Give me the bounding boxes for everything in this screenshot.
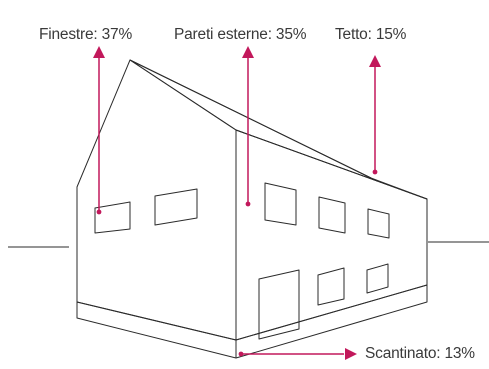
pareti-arrowhead xyxy=(242,46,254,58)
pareti-dot xyxy=(245,201,251,207)
roof-eave xyxy=(235,129,428,200)
scantinato-dot xyxy=(238,351,244,357)
scantinato-arrowhead xyxy=(345,348,357,360)
tetto-dot xyxy=(372,169,378,175)
finestre-dot xyxy=(96,209,102,215)
house-roof xyxy=(129,59,428,200)
roof-ridge xyxy=(129,59,372,179)
tetto-arrowhead xyxy=(369,55,381,67)
front-window-2 xyxy=(318,196,346,234)
house-front-wall xyxy=(235,129,428,341)
pareti-esterne-label: Pareti esterne: 35% xyxy=(174,26,307,43)
house-side-wall xyxy=(76,59,237,341)
front-window-1 xyxy=(264,182,297,226)
side-window-1 xyxy=(94,201,131,234)
side-window-2 xyxy=(154,188,198,226)
finestre-label: Finestre: 37% xyxy=(39,26,133,43)
tetto-label: Tetto: 15% xyxy=(335,26,407,43)
scantinato-label: Scantinato: 13% xyxy=(365,345,475,362)
front-window-3 xyxy=(367,208,390,239)
front-window-5 xyxy=(366,263,389,294)
front-door xyxy=(258,269,300,340)
finestre-arrowhead xyxy=(93,46,105,58)
front-window-4 xyxy=(317,267,345,306)
